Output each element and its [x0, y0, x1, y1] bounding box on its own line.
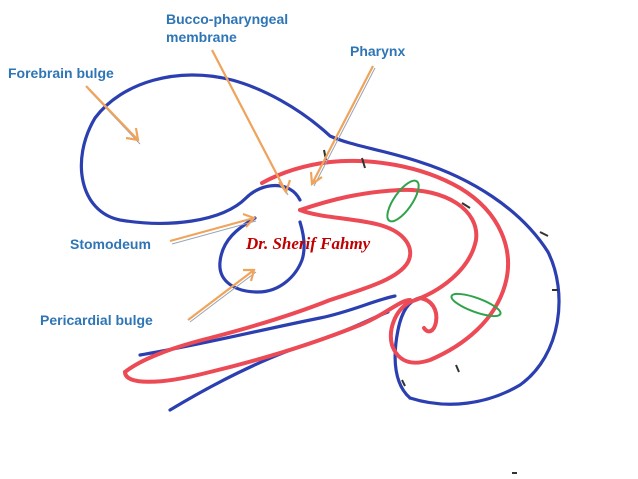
aortic-arch-lower	[450, 292, 502, 318]
arrow-bucco-pharyngeal	[211, 49, 292, 196]
tick-mark	[455, 364, 460, 373]
label-bucco-pharyngeal-line1: Bucco-pharyngeal	[166, 11, 288, 27]
foregut-ventral	[123, 298, 412, 384]
tick-mark	[539, 231, 549, 237]
tick-mark	[461, 202, 471, 209]
author-signature: Dr. Sherif Fahmy	[245, 234, 371, 253]
foregut-inner	[123, 208, 413, 374]
pericardial-outline	[218, 216, 306, 294]
arrow-stomodeum	[169, 212, 257, 245]
label-bucco-pharyngeal-line2: membrane	[166, 29, 237, 45]
arrow-pharynx	[309, 65, 376, 187]
foregut-outline	[260, 158, 510, 365]
label-forebrain-bulge: Forebrain bulge	[8, 65, 114, 81]
aortic-arch-upper	[386, 179, 420, 223]
arrow-forebrain	[85, 85, 141, 145]
forebrain-outline	[79, 73, 561, 406]
label-pericardial-bulge: Pericardial bulge	[40, 312, 153, 328]
tick-mark	[401, 379, 406, 387]
label-stomodeum: Stomodeum	[70, 236, 151, 252]
arrow-pericardial	[187, 268, 257, 323]
gut-loop	[418, 296, 439, 334]
tick-mark	[361, 157, 366, 169]
label-pharynx: Pharynx	[350, 43, 405, 59]
